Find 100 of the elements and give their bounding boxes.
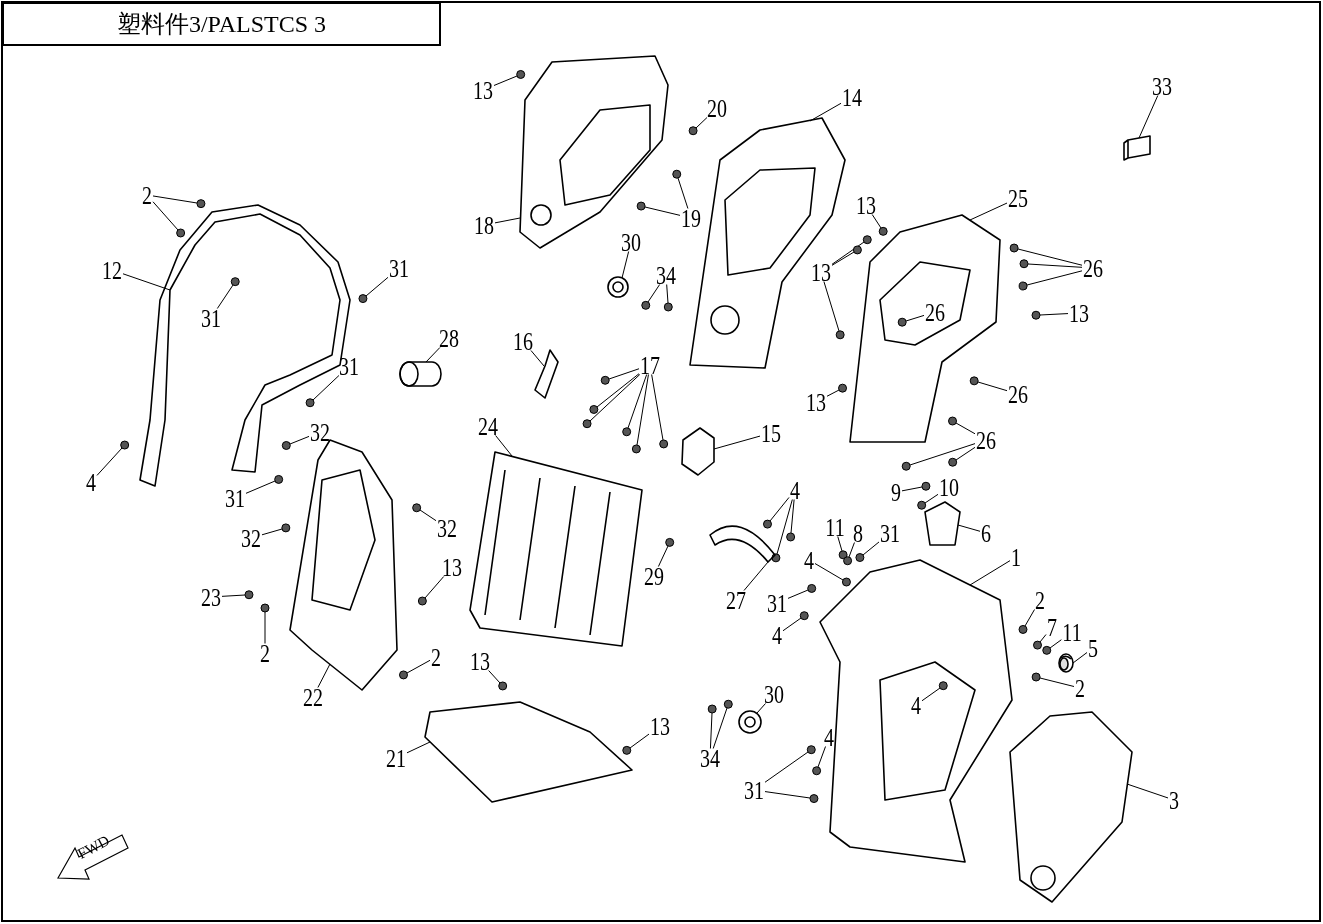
screw: [589, 405, 599, 414]
screw: [786, 532, 796, 542]
screw: [622, 745, 632, 755]
leader-line: [1026, 270, 1083, 286]
screw: [1019, 259, 1029, 269]
leader-line: [776, 499, 793, 555]
callout-number: 24: [478, 413, 498, 439]
callout-number: 14: [842, 84, 862, 110]
title-block: 塑料件3/PALSTCS 3: [2, 2, 441, 46]
pad: [1123, 135, 1151, 161]
leader-line: [245, 480, 276, 494]
leader-line: [826, 389, 840, 397]
screw: [516, 70, 526, 79]
screw: [120, 440, 130, 450]
callout-number: 20: [707, 95, 727, 121]
callout-number: 22: [303, 684, 323, 710]
leader-line: [823, 281, 840, 332]
leader-line: [657, 545, 669, 567]
leader-line: [713, 435, 761, 450]
screw: [622, 427, 632, 437]
leader-line: [152, 195, 198, 204]
leader-line: [743, 561, 769, 591]
callout-number: 19: [681, 205, 701, 231]
callout-number: 30: [764, 681, 784, 707]
leader-line: [1138, 95, 1159, 139]
screw: [196, 199, 206, 209]
leader-line: [596, 373, 640, 408]
callout-number: 6: [981, 520, 991, 546]
screw: [921, 481, 931, 491]
leader-line: [644, 206, 681, 216]
callout-number: 31: [225, 485, 245, 511]
callout-number: 3: [1169, 787, 1179, 813]
leader-line: [1126, 783, 1169, 799]
screw: [641, 300, 651, 310]
callout-number: 32: [437, 515, 457, 541]
callout-number: 21: [386, 745, 406, 771]
screw: [600, 375, 610, 385]
leader-line: [969, 560, 1011, 586]
leader-line: [787, 589, 809, 599]
callout-number: 26: [976, 427, 996, 453]
callout-number: 13: [1069, 300, 1089, 326]
leader-line: [494, 217, 521, 224]
leader-line: [677, 177, 689, 209]
leader-line: [764, 791, 811, 799]
leader-line: [1039, 313, 1069, 316]
grommet-ring: [738, 710, 762, 734]
cap: [1058, 653, 1074, 673]
callout-number: 1: [1011, 544, 1021, 570]
callout-number: 34: [656, 262, 676, 288]
screw: [1031, 672, 1041, 682]
screw: [498, 681, 508, 691]
callout-number: 4: [790, 477, 800, 503]
screw: [305, 398, 315, 408]
screw: [412, 503, 422, 513]
screw: [665, 537, 675, 547]
screw: [838, 550, 848, 560]
screw: [672, 169, 682, 179]
screw: [901, 461, 911, 471]
side-cover: [519, 55, 669, 249]
callout-number: 5: [1088, 635, 1098, 661]
leader-line: [629, 733, 650, 749]
leader-line: [814, 563, 844, 581]
screw: [838, 383, 848, 393]
leader-line: [1017, 248, 1083, 266]
screw: [917, 500, 927, 510]
screw: [230, 277, 240, 287]
callout-number: 9: [891, 479, 901, 505]
callout-number: 29: [644, 563, 664, 589]
callout-number: 12: [102, 257, 122, 283]
leader-line: [862, 541, 880, 556]
leader-line: [406, 659, 431, 674]
leader-line: [666, 284, 669, 304]
leader-line: [769, 496, 790, 522]
leader-line: [122, 273, 171, 291]
callout-number: 26: [1008, 381, 1028, 407]
callout-number: 4: [804, 547, 814, 573]
cover-plate: [681, 427, 715, 476]
callout-number: 32: [310, 419, 330, 445]
callout-number: 23: [201, 584, 221, 610]
storage-basket: [469, 451, 643, 647]
leader-line: [924, 493, 939, 504]
screw: [763, 519, 772, 529]
leader-line: [712, 707, 728, 749]
callout-number: 8: [853, 520, 863, 546]
callout-number: 13: [806, 389, 826, 415]
screw: [176, 228, 186, 238]
leader-line: [425, 347, 441, 363]
callout-number: 4: [911, 692, 921, 718]
leader-line: [493, 75, 518, 86]
leader-line: [955, 446, 976, 461]
leader-line: [406, 741, 431, 754]
screw: [417, 596, 427, 606]
callout-number: 2: [1035, 587, 1045, 613]
screw: [843, 556, 853, 566]
callout-number: 4: [86, 469, 96, 495]
leader-line: [901, 486, 923, 492]
side-panel: [819, 559, 1013, 863]
leader-line: [831, 251, 855, 266]
callout-number: 7: [1047, 614, 1057, 640]
callout-number: 28: [439, 325, 459, 351]
